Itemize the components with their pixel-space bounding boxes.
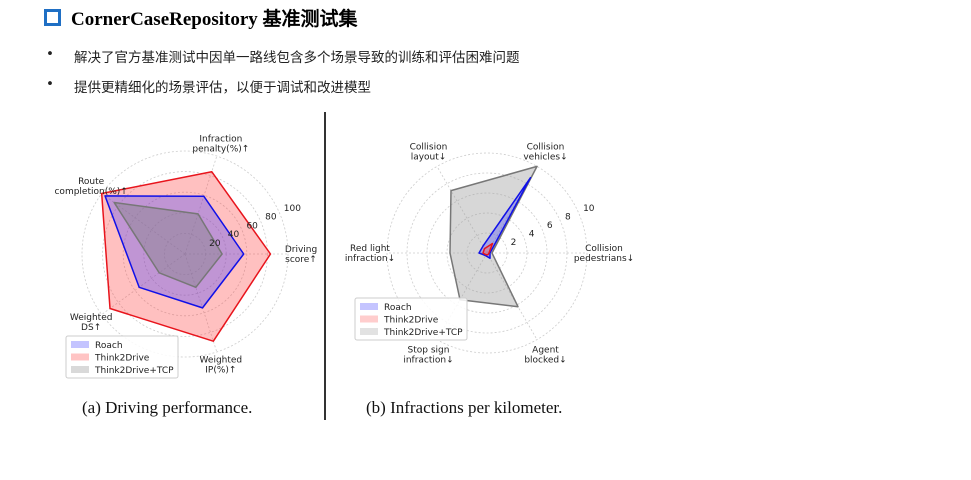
- legend-label: Roach: [95, 341, 123, 351]
- radar-chart-1: 20 40 60 80 100RoachThink2DriveThink2Drive+T…: [54, 135, 317, 379]
- axis-label-line: blocked↓: [524, 355, 566, 365]
- tick-label: 2: [511, 238, 517, 248]
- grid-ring: [386, 152, 588, 354]
- series-roach: [478, 176, 532, 259]
- tick-label: 4: [529, 230, 535, 240]
- axis-label-line: Collision: [585, 244, 623, 254]
- axis-label-line: Agent: [532, 345, 559, 355]
- legend-swatch: [71, 353, 89, 361]
- axis-label-line: completion(%)↑: [54, 187, 127, 197]
- axis-label-line: pedestrians↓: [574, 254, 634, 264]
- caption-b: (b) Infractions per kilometer.: [366, 398, 563, 417]
- axis-label-line: Driving: [285, 245, 317, 255]
- axis-label-line: score↑: [285, 255, 317, 265]
- series-think2drive: [482, 242, 494, 256]
- tick-label: 80: [265, 213, 277, 223]
- axis-label-line: infraction↓: [403, 355, 453, 365]
- bullet-dot-icon: •: [46, 46, 54, 62]
- axis-spoke: [486, 252, 538, 340]
- legend-label: Roach: [384, 303, 412, 313]
- series-think2drive: [100, 170, 272, 342]
- tick-label: 6: [547, 221, 553, 231]
- legend-swatch: [360, 303, 378, 310]
- series-think2drive-tcp: [449, 165, 538, 308]
- legend-swatch: [360, 315, 378, 323]
- axis-label-line: Route: [78, 177, 105, 187]
- axis-label-line: Infraction: [199, 135, 242, 145]
- legend-box: [354, 297, 468, 341]
- axis-label-line: vehicles↓: [523, 153, 567, 163]
- axis-label-line: DS↑: [81, 323, 101, 333]
- grid-ring: [81, 150, 289, 358]
- axis-label-line: Weighted: [70, 313, 113, 323]
- bullet-text: 提供更精细化的场景评估，以便于调试和改进模型: [74, 80, 371, 96]
- legend-label: Think2Drive: [94, 354, 150, 364]
- square-bullet-icon: [44, 9, 61, 26]
- axis-label-line: layout↓: [411, 153, 447, 163]
- series-think2drive-tcp: [113, 201, 223, 289]
- axis-spoke: [184, 253, 218, 353]
- legend-label: Think2Drive+TCP: [94, 366, 174, 376]
- bullet-text: 解决了官方基准测试中因单一路线包含多个场景导致的训练和评估困难问题: [74, 50, 520, 66]
- legend-swatch: [71, 341, 89, 348]
- bullet-dot-icon: •: [46, 76, 54, 92]
- tick-label: 60: [246, 221, 258, 231]
- axis-label-line: Collision: [410, 143, 448, 153]
- bullet-item: • 提供更精细化的场景评估，以便于调试和改进模型: [46, 76, 371, 96]
- grid-ring: [102, 171, 268, 337]
- axis-label-line: Collision: [527, 143, 565, 153]
- divider: [324, 112, 326, 420]
- tick-label: 100: [284, 204, 301, 214]
- legend-label: Think2Drive+TCP: [383, 328, 463, 338]
- tick-label: 8: [565, 213, 571, 223]
- bullet-item: • 解决了官方基准测试中因单一路线包含多个场景导致的训练和评估困难问题: [46, 46, 520, 66]
- axis-label-line: IP(%)↑: [205, 365, 236, 375]
- legend-box: [65, 335, 179, 379]
- series-roach: [104, 195, 245, 309]
- axis-label-line: Weighted: [200, 355, 243, 365]
- tick-label: 10: [583, 204, 595, 214]
- axis-label-line: Red light: [350, 244, 390, 254]
- legend-label: Think2Drive: [383, 316, 439, 326]
- legend-swatch: [71, 366, 89, 373]
- tick-label: 20: [209, 239, 221, 249]
- axis-label-line: Stop sign: [408, 345, 450, 355]
- legend-swatch: [360, 328, 378, 335]
- axis-spoke: [486, 166, 538, 254]
- axis-spoke: [436, 252, 488, 340]
- tick-label: 40: [228, 230, 240, 240]
- axis-spoke: [101, 253, 186, 315]
- caption-a: (a) Driving performance.: [82, 398, 253, 417]
- axis-label-line: infraction↓: [345, 254, 395, 264]
- slide-title: CornerCaseRepository 基准测试集: [44, 4, 358, 31]
- axis-spoke: [436, 166, 488, 254]
- slide-title-text: CornerCaseRepository 基准测试集: [71, 9, 358, 30]
- axis-label-line: penalty(%)↑: [192, 145, 249, 155]
